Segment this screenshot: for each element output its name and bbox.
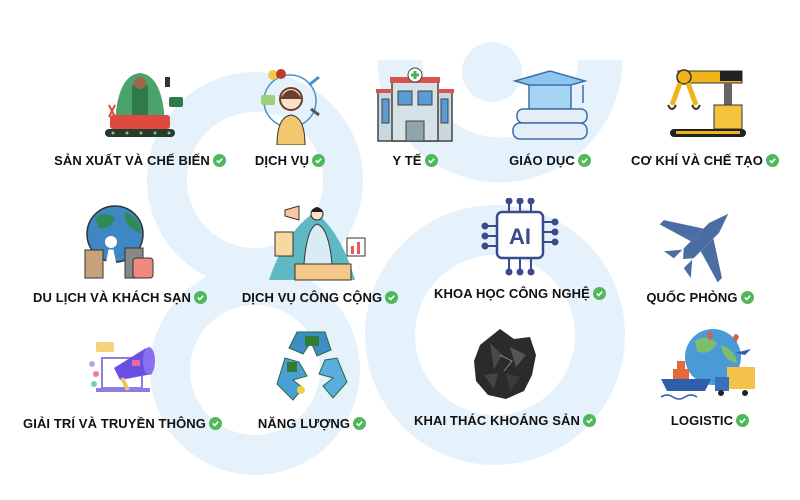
laptop-megaphone-icon [88,342,155,392]
sector-entertainment-media: GIẢI TRÍ VÀ TRUYỀN THÔNG [15,328,230,431]
svg-text:AI: AI [509,224,531,249]
check-circle-icon [592,287,606,300]
sector-label: GIÁO DỤC [509,153,575,168]
check-circle-icon [582,414,596,427]
sector-services: DỊCH VỤ [230,65,350,168]
check-circle-icon [765,154,779,167]
sector-label: DỊCH VỤ CÔNG CỘNG [241,290,383,305]
sector-label: NĂNG LƯỢNG [257,416,351,431]
check-circle-icon [312,154,326,167]
sector-public-services: DỊCH VỤ CÔNG CỘNG [230,202,410,305]
sector-manufacturing: SẢN XUẤT VÀ CHẾ BIẾN [40,65,240,168]
fighter-jet-icon [659,213,729,282]
check-circle-icon [577,154,591,167]
check-circle-icon [212,154,226,167]
check-circle-icon [424,154,438,167]
check-circle-icon [194,291,207,304]
sector-label: KHOA HỌC CÔNG NGHỆ [434,286,590,301]
sector-tourism-hospitality: DU LỊCH VÀ KHÁCH SẠN [20,202,220,305]
sector-label: CƠ KHÍ VÀ CHẾ TẠO [631,153,763,168]
check-circle-icon [208,417,222,430]
coal-ore-icon [474,329,536,399]
hospital-building-icon [376,67,454,142]
sector-healthcare: Y TẾ [355,65,475,168]
graduation-cap-books-icon [512,70,588,140]
recycle-energy-icon [276,331,348,401]
sector-label: LOGISTIC [670,413,734,428]
globe-ship-truck-plane-icon [660,329,755,400]
sector-label: SẢN XUẤT VÀ CHẾ BIẾN [54,153,210,168]
check-circle-icon [353,417,367,430]
check-circle-icon [385,291,399,304]
ai-chip-icon: AI [481,198,559,276]
sector-logistics: LOGISTIC [650,325,770,428]
sector-education: GIÁO DỤC [490,65,610,168]
sector-mechanical-engineering: CƠ KHÍ VÀ CHẾ TẠO [620,65,790,168]
robotic-arm-icon [667,69,746,137]
sector-label: DU LỊCH VÀ KHÁCH SẠN [33,290,191,305]
sector-label: Y TẾ [392,153,422,168]
sector-label: KHAI THÁC KHOÁNG SẢN [414,413,580,428]
sector-mining: KHAI THÁC KHOÁNG SẢN [405,325,605,428]
sector-label: GIẢI TRÍ VÀ TRUYỀN THÔNG [23,416,206,431]
globe-luggage-map-icon [84,205,154,281]
sector-national-defense: QUỐC PHÒNG [630,202,770,305]
factory-worker-conveyor-icon [105,73,183,137]
customer-service-woman-icon [261,69,320,145]
sector-label: QUỐC PHÒNG [646,290,738,305]
check-circle-icon [740,291,754,304]
sector-energy: NĂNG LƯỢNG [252,328,372,431]
sector-label: DỊCH VỤ [254,153,310,168]
public-speaker-megaphone-icon [269,205,366,281]
check-circle-icon [736,414,750,427]
sector-science-technology: AI KHOA HỌC CÔNG NGHỆ [425,198,615,301]
